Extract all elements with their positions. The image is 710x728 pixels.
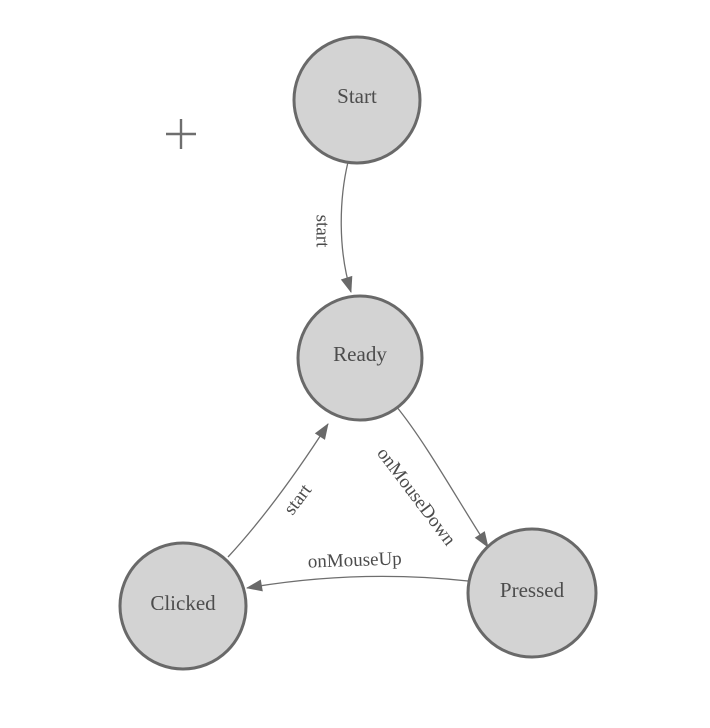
plus-crosshair-icon	[166, 119, 196, 149]
edge-line-start-to-ready[interactable]	[340, 161, 353, 293]
edge-line-pressed-to-clicked[interactable]	[246, 575, 469, 592]
edge-clicked-to-ready[interactable]: start	[227, 423, 329, 558]
node-clicked-circle[interactable]	[118, 541, 248, 671]
node-pressed[interactable]: Pressed	[466, 527, 598, 659]
node-pressed-label: Pressed	[500, 578, 565, 602]
node-start-label: Start	[337, 84, 377, 108]
edge-label-onmouseup[interactable]: onMouseUp	[307, 548, 402, 572]
edge-ready-to-pressed[interactable]: onMouseDown	[372, 405, 489, 551]
edge-line-clicked-to-ready[interactable]	[227, 423, 329, 558]
node-ready-circle[interactable]	[296, 294, 424, 422]
edge-label-onmousedown[interactable]: onMouseDown	[372, 444, 460, 551]
node-start[interactable]: Start	[292, 35, 422, 165]
node-ready-label: Ready	[333, 342, 387, 366]
node-pressed-circle[interactable]	[466, 527, 598, 659]
edge-line-ready-to-pressed[interactable]	[395, 405, 489, 548]
edge-start-to-ready[interactable]: start	[311, 161, 353, 293]
node-start-circle[interactable]	[292, 35, 422, 165]
edge-label-start[interactable]: start	[311, 215, 332, 248]
node-ready[interactable]: Ready	[296, 294, 424, 422]
node-clicked[interactable]: Clicked	[118, 541, 248, 671]
edge-pressed-to-clicked[interactable]: onMouseUp	[246, 548, 469, 592]
node-clicked-label: Clicked	[150, 591, 216, 615]
